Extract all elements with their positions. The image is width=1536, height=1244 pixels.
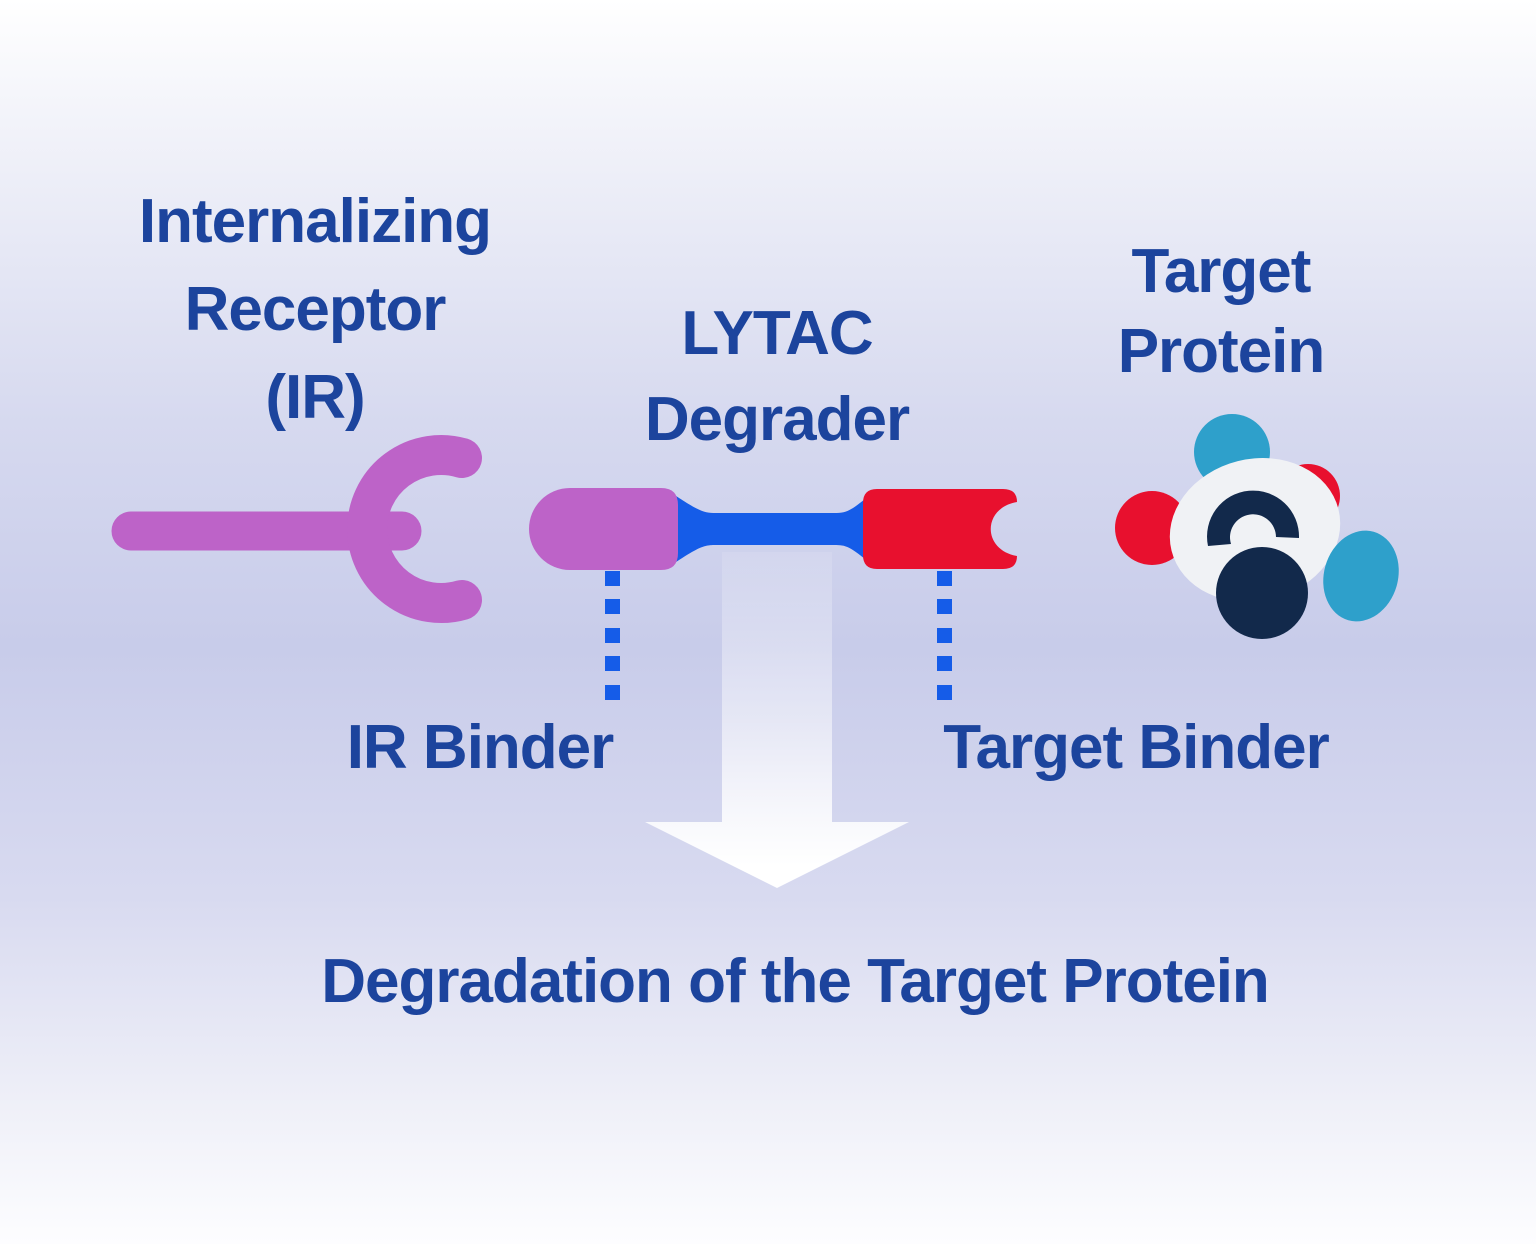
lytac-degrader-icon <box>529 488 1017 570</box>
receptor-fork <box>347 435 482 623</box>
target-protein-label-line1: Target <box>1131 237 1312 306</box>
internalizing-receptor-label-line1: Internalizing <box>138 187 492 256</box>
ir-binder-label: IR Binder <box>346 713 615 782</box>
down-arrow-icon <box>645 552 909 888</box>
target-binder-head <box>863 489 1017 569</box>
target-binder-dotted-line <box>937 571 952 700</box>
internalizing-receptor-icon <box>111 435 482 623</box>
protein-subunit-red-left <box>1115 491 1189 565</box>
ir-binder-dotted-line <box>605 571 620 700</box>
protein-subunit-cyan-bottom <box>1323 530 1399 622</box>
target-binder-label: Target Binder <box>943 713 1329 782</box>
lytac-degrader-label-line2: Degrader <box>644 385 910 454</box>
target-protein-label-line2: Protein <box>1117 317 1326 386</box>
down-arrow-shape <box>645 552 909 888</box>
internalizing-receptor-label-line3: (IR) <box>265 363 365 432</box>
lytac-degrader-label: LYTAC Degrader <box>557 291 997 463</box>
lytac-degrader-label-line1: LYTAC <box>681 299 873 368</box>
ir-binder-capsule <box>529 488 678 570</box>
protein-subunit-navy-ball <box>1216 547 1308 639</box>
internalizing-receptor-label: Internalizing Receptor (IR) <box>35 178 595 442</box>
linker-bar <box>670 492 872 566</box>
internalizing-receptor-label-line2: Receptor <box>184 275 447 344</box>
target-protein-icon <box>1115 414 1399 639</box>
protein-subunit-navy-arch <box>1207 490 1300 546</box>
degradation-caption: Degradation of the Target Protein <box>321 947 1270 1016</box>
target-protein-label: Target Protein <box>991 232 1451 392</box>
